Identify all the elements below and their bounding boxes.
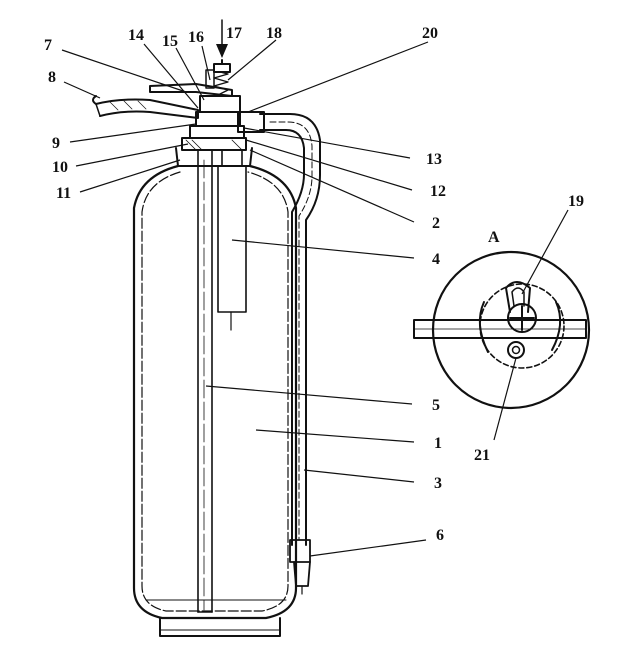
label-21: 21 [474, 447, 490, 464]
label-13: 13 [426, 151, 442, 168]
siphon-tube [197, 149, 213, 613]
label-18: 18 [266, 25, 282, 42]
detail-view-a [413, 250, 591, 410]
label-14: 14 [128, 27, 144, 44]
label-19: 19 [568, 193, 584, 210]
label-9: 9 [52, 135, 60, 152]
leader-lines [61, 39, 569, 557]
label-6: 6 [436, 527, 444, 544]
label-10: 10 [52, 159, 68, 176]
label-5: 5 [432, 397, 440, 414]
part-labels: 7 8 9 10 11 14 15 16 17 18 20 13 12 2 4 … [44, 25, 584, 544]
valve-head [175, 19, 265, 167]
label-12: 12 [430, 183, 446, 200]
label-17: 17 [226, 25, 242, 42]
label-20: 20 [422, 25, 438, 42]
label-8: 8 [48, 69, 56, 86]
label-7: 7 [44, 37, 52, 54]
label-11: 11 [56, 185, 71, 202]
cylinder-body [132, 164, 298, 637]
label-3: 3 [434, 475, 442, 492]
detail-title-a: A [488, 229, 500, 246]
label-1: 1 [434, 435, 442, 452]
discharge-hose [259, 113, 321, 595]
label-16: 16 [188, 29, 204, 46]
label-2: 2 [432, 215, 440, 232]
label-4: 4 [432, 251, 440, 268]
label-15: 15 [162, 33, 178, 50]
